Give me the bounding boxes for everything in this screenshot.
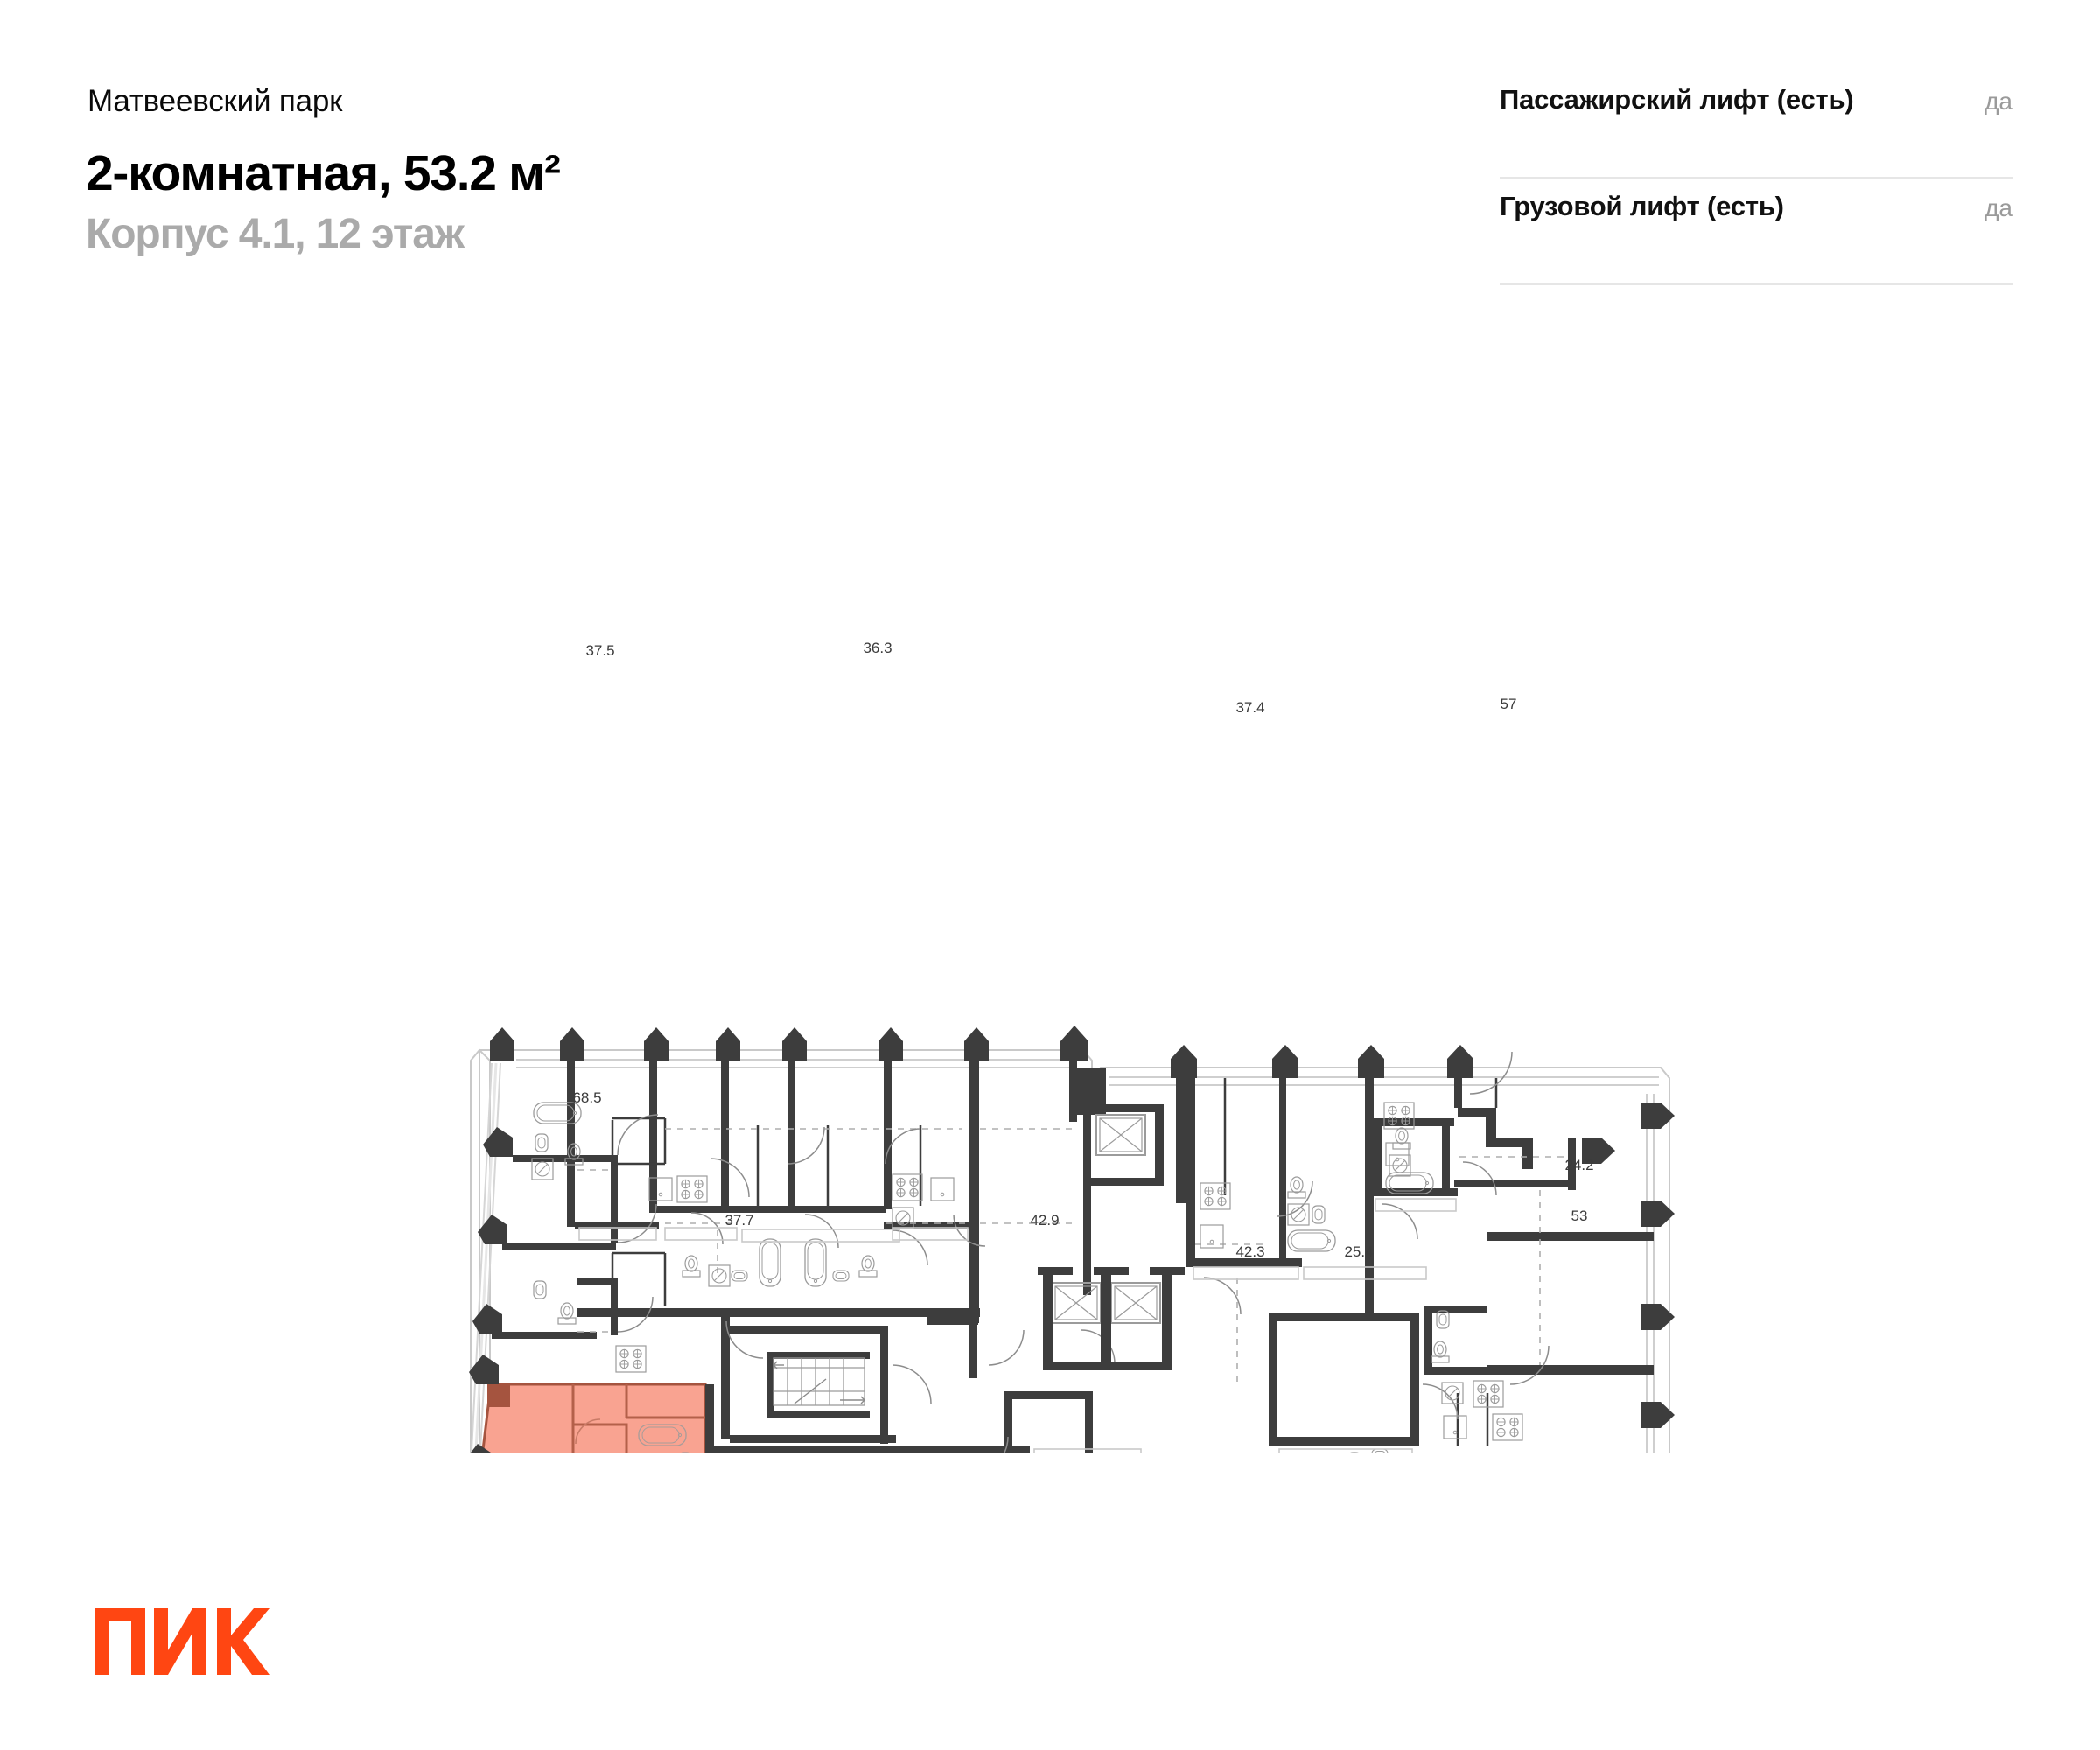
spec-label: Пассажирский лифт (есть)	[1500, 84, 1854, 115]
elevator-shafts	[1038, 1114, 1185, 1370]
area-label-53: 53	[1572, 1208, 1588, 1224]
area-label-24-2: 24.2	[1564, 1157, 1593, 1173]
spec-label: Грузовой лифт (есть)	[1500, 191, 1784, 221]
specs-panel: Пассажирский лифт (есть) да Грузовой лиф…	[1500, 72, 2012, 285]
floor-plan-container: 53.2	[0, 490, 2100, 1452]
zone-dashed-lines	[578, 1128, 1566, 1388]
balcony-rails	[578, 1198, 1457, 1452]
pik-logo	[94, 1608, 270, 1675]
area-label-37-7: 37.7	[724, 1212, 753, 1228]
facade-columns	[469, 1026, 1675, 1452]
building-floor-subtitle: Корпус 4.1, 12 этаж	[86, 211, 465, 257]
area-label-42-9: 42.9	[1030, 1212, 1059, 1228]
elevator-shaft-2	[1051, 1282, 1102, 1324]
area-label-37-5: 37.5	[585, 642, 614, 659]
spec-value: да	[1984, 194, 2012, 221]
thin-partitions	[611, 1078, 1498, 1446]
floor-plan-drawing: 53.2	[464, 640, 1675, 1452]
building-envelope	[470, 1047, 1670, 1452]
project-name: Матвеевский парк	[88, 84, 343, 118]
elevator-shaft-3	[1110, 1282, 1161, 1324]
spec-value: да	[1984, 88, 2012, 115]
highlighted-unit-53-2[interactable]: 53.2	[464, 1382, 707, 1452]
spec-row-freight-lift: Грузовой лифт (есть) да	[1500, 178, 2012, 285]
left-facade-glazing	[470, 1062, 501, 1452]
area-label-25-4: 25.4	[1344, 1243, 1373, 1260]
area-label-57: 57	[1501, 696, 1517, 712]
staircase	[773, 1357, 865, 1406]
area-label-68-5: 68.5	[572, 1089, 601, 1106]
area-label-42-3: 42.3	[1236, 1243, 1264, 1260]
spec-row-passenger-lift: Пассажирский лифт (есть) да	[1500, 72, 2012, 178]
area-labels: 37.5 36.3 37.4 57 68.5 24.2 37.7 42.9 53…	[572, 640, 1593, 1260]
elevator-shaft-1	[1096, 1114, 1146, 1156]
page-title: 2-комнатная, 53.2 м²	[86, 145, 561, 201]
area-label-37-4: 37.4	[1236, 699, 1264, 716]
page-header: Матвеевский парк 2-комнатная, 53.2 м² Ко…	[0, 0, 2100, 315]
interior-walls	[492, 1060, 1654, 1452]
area-label-36-3: 36.3	[863, 640, 892, 656]
